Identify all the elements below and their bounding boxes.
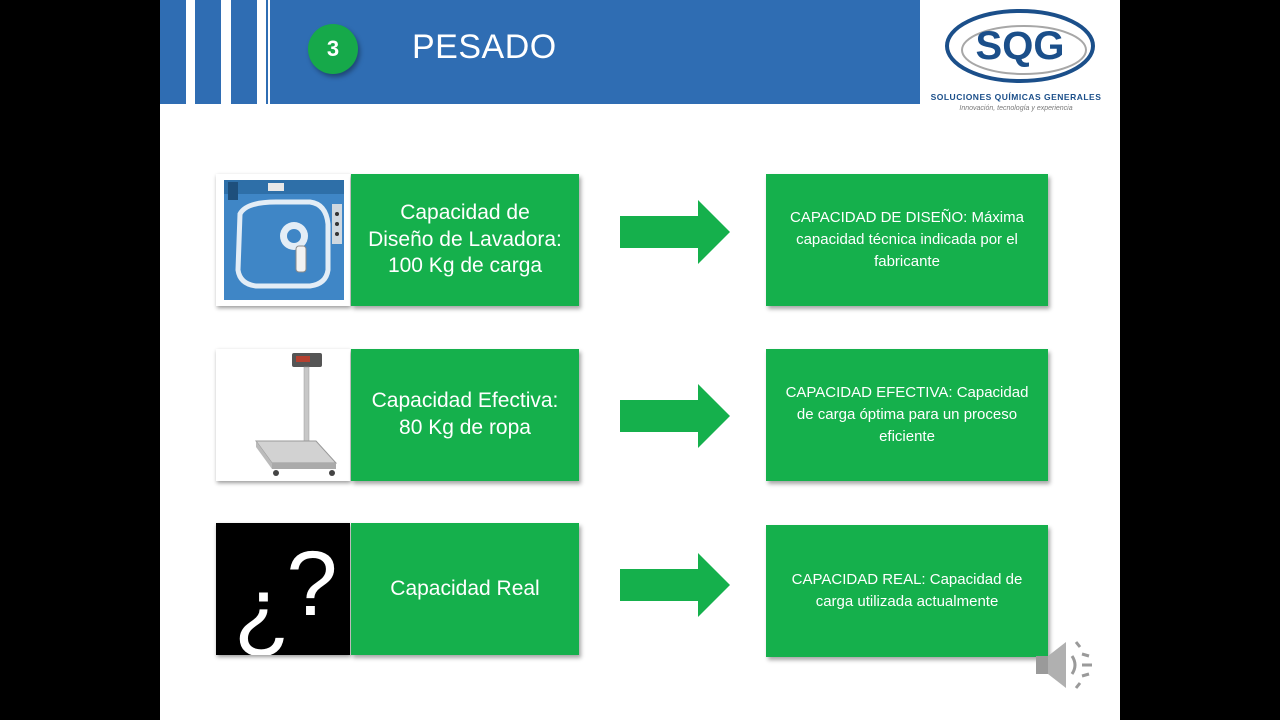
arrow-right-icon [620,553,730,617]
svg-text:¿: ¿ [234,559,290,655]
design-capacity-box: Capacidad de Diseño de Lavadora: 100 Kg … [351,174,579,306]
question-mark-icon: ¿ ? [234,533,338,655]
logo-tagline: Innovación, tecnología y experiencia [959,105,1073,112]
scale-image [216,349,350,481]
header-bar [270,0,920,104]
washing-machine-icon [224,180,344,300]
question-image: ¿ ? [216,523,350,655]
company-logo: SQG SOLUCIONES QUÍMICAS GENERALES Innova… [924,4,1108,114]
header-stripe-3 [231,0,257,104]
slide: 3 PESADO SQG SOLUCIONES QUÍMICAS GENERAL… [160,0,1120,720]
step-number-badge: 3 [308,24,358,74]
svg-text:?: ? [286,533,337,635]
header-stripe-2 [195,0,221,104]
logo-name: SOLUCIONES QUÍMICAS GENERALES [930,92,1102,102]
logo-mark-icon: SQG [945,9,1095,83]
washing-machine-image [216,174,350,306]
header-stripe-4 [266,0,268,104]
weighing-scale-icon [255,353,338,476]
effective-capacity-description: CAPACIDAD EFECTIVA: Capacidad de carga ó… [766,349,1048,481]
header-stripe-1 [160,0,186,104]
design-capacity-description: CAPACIDAD DE DISEÑO: Máxima capacidad té… [766,174,1048,306]
real-capacity-box: Capacidad Real [351,523,579,655]
logo-mark-text: SQG [976,24,1065,68]
speaker-icon[interactable] [1034,634,1096,696]
effective-capacity-box: Capacidad Efectiva: 80 Kg de ropa [351,349,579,481]
page-title: PESADO [412,28,557,66]
arrow-right-icon [620,384,730,448]
real-capacity-description: CAPACIDAD REAL: Capacidad de carga utili… [766,525,1048,657]
arrow-right-icon [620,200,730,264]
